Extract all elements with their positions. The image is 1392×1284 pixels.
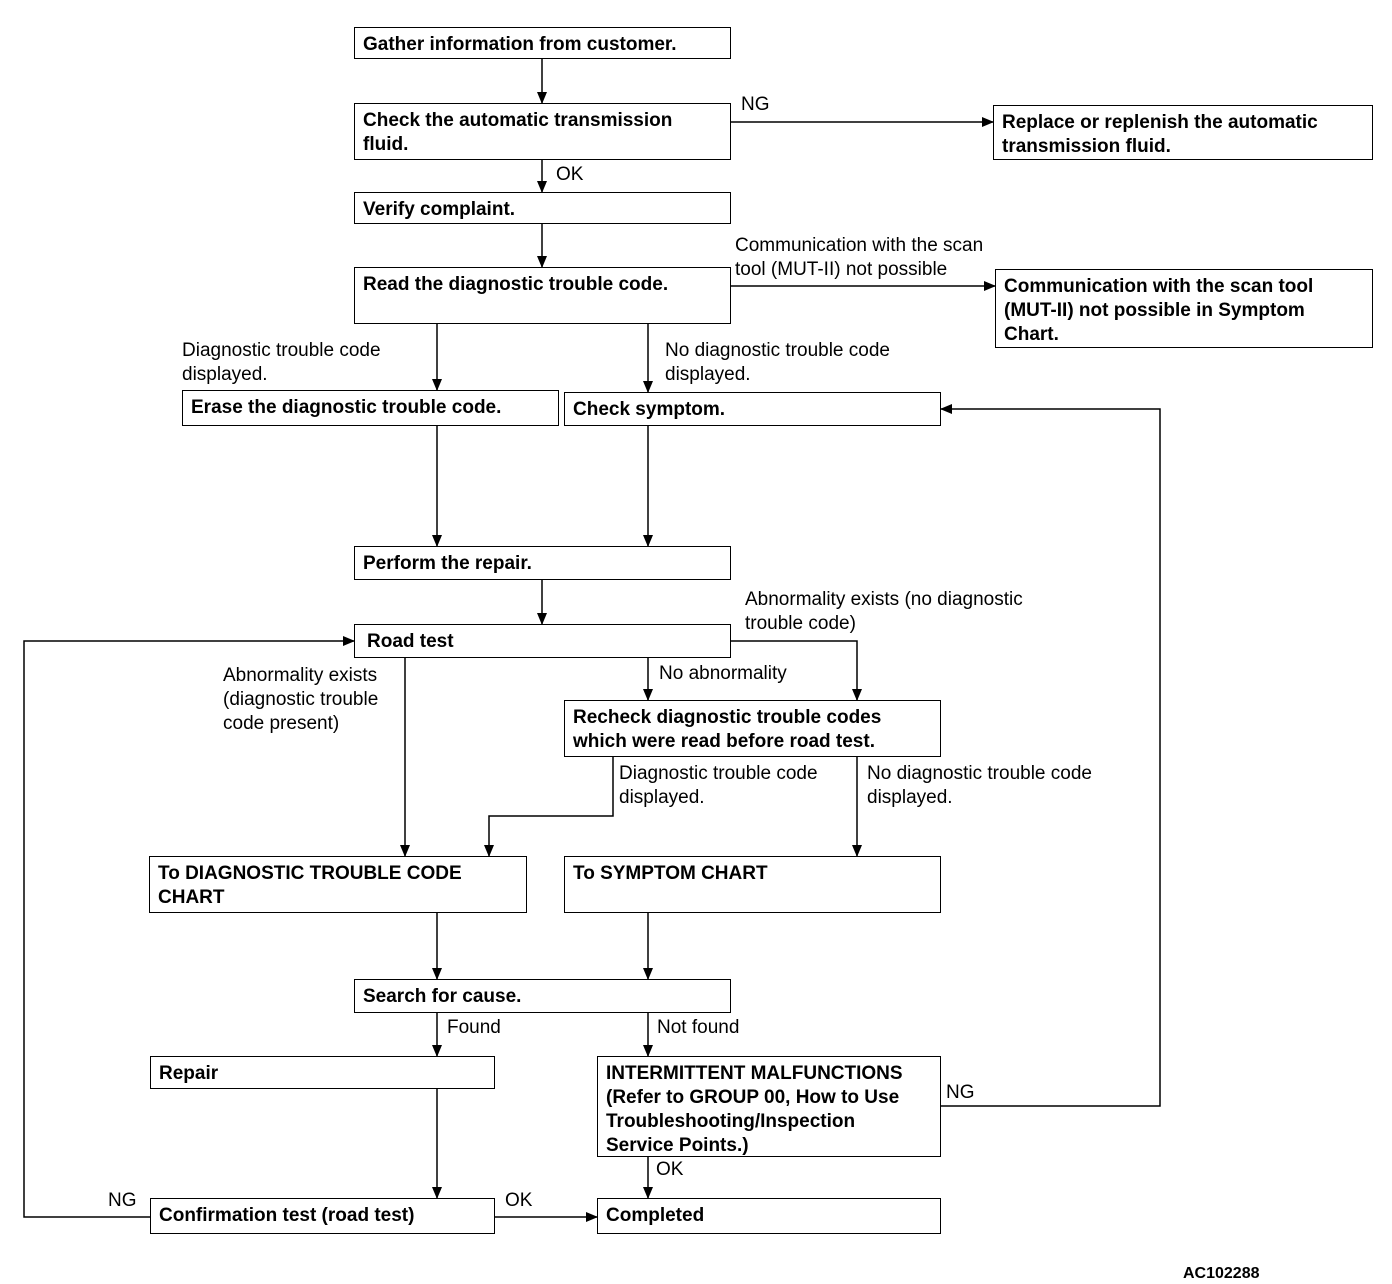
erase-dtc-box: Erase the diagnostic trouble code. <box>182 390 559 426</box>
comm-not-possible-box: Communication with the scan tool (MUT-II… <box>995 269 1373 348</box>
search-cause-box: Search for cause. <box>354 979 731 1013</box>
repair-box: Repair <box>150 1056 495 1089</box>
label-no-dtc-displayed: No diagnostic trouble code displayed. <box>665 340 890 385</box>
completed-box: Completed <box>597 1198 941 1234</box>
label-abnormality-no-dtc: Abnormality exists (no diagnostic troubl… <box>745 589 1023 634</box>
arrow-recheck-dtc-to-dtc-chart <box>484 757 614 857</box>
gather-info-box: Gather information from customer. <box>354 27 731 59</box>
label-ok-fluid: OK <box>556 164 584 185</box>
arrow-intermittent-ng-to-check-symptom <box>940 404 1161 1107</box>
perform-repair-box: Perform the repair. <box>354 546 731 580</box>
label-abnormality-dtc: Abnormality exists (diagnostic trouble c… <box>223 665 379 734</box>
verify-complaint-box: Verify complaint. <box>354 192 731 224</box>
label-ok-confirmation: OK <box>505 1190 533 1211</box>
check-symptom-box: Check symptom. <box>564 392 941 426</box>
to-dtc-chart-box: To DIAGNOSTIC TROUBLE CODE CHART <box>149 856 527 913</box>
arrow-road-abnorm-to-recheck <box>731 640 862 701</box>
label-ng-confirmation: NG <box>108 1190 137 1211</box>
figure-code: AC102288 <box>1183 1265 1260 1282</box>
label-not-found: Not found <box>657 1017 740 1038</box>
label-dtc-displayed-2: Diagnostic trouble code displayed. <box>619 763 818 808</box>
recheck-dtc-box: Recheck diagnostic trouble codes which w… <box>564 700 941 757</box>
label-no-abnormality: No abnormality <box>659 663 787 684</box>
label-found: Found <box>447 1017 501 1038</box>
to-symptom-chart-box: To SYMPTOM CHART <box>564 856 941 913</box>
road-test-box: Road test <box>354 624 731 658</box>
label-ok-intermittent: OK <box>656 1159 684 1180</box>
label-no-dtc-displayed-2: No diagnostic trouble code displayed. <box>867 763 1092 808</box>
replace-fluid-box: Replace or replenish the automatic trans… <box>993 105 1373 160</box>
check-fluid-box: Check the automatic transmission fluid. <box>354 103 731 160</box>
label-ng-intermittent: NG <box>946 1082 975 1103</box>
label-dtc-displayed: Diagnostic trouble code displayed. <box>182 340 381 385</box>
label-comm-not-possible: Communication with the scan tool (MUT-II… <box>735 235 984 280</box>
intermittent-malfunctions-box: INTERMITTENT MALFUNCTIONS (Refer to GROU… <box>597 1056 941 1157</box>
arrow-confirmation-ng-to-road <box>23 636 355 1218</box>
confirmation-test-box: Confirmation test (road test) <box>150 1198 495 1234</box>
label-ng-fluid: NG <box>741 94 770 115</box>
read-dtc-box: Read the diagnostic trouble code. <box>354 267 731 324</box>
